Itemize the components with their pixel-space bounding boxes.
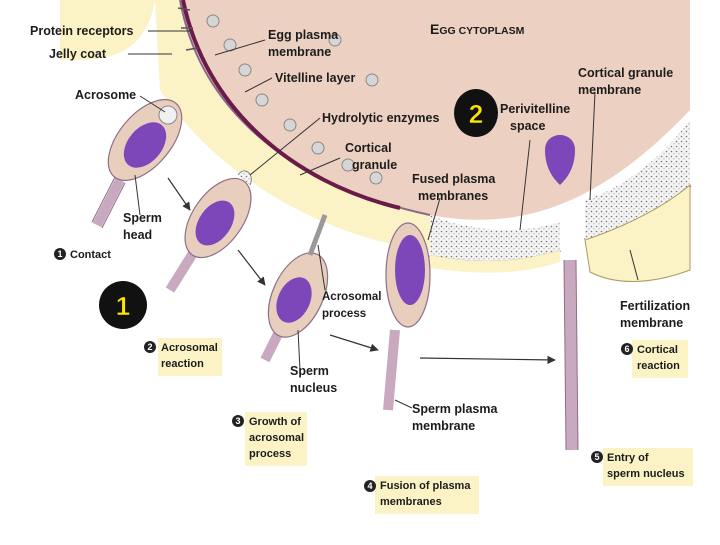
cortical-granule-membrane-label-2: membrane — [578, 83, 641, 97]
fertilization-membrane-band — [584, 183, 691, 282]
svg-text:Fusion of plasma: Fusion of plasma — [380, 480, 471, 492]
vitelline-layer-label: Vitelline layer — [275, 71, 356, 85]
fertilization-membrane-label-1: Fertilization — [620, 299, 690, 313]
acrosomal-process-label-2: process — [322, 308, 366, 320]
jelly-coat-top — [60, 0, 155, 60]
svg-text:reaction: reaction — [637, 360, 680, 372]
sperm-4-fusion — [383, 222, 431, 411]
sperm-head-label-2: head — [123, 228, 152, 242]
protein-receptors — [177, 7, 199, 51]
cortical-granule-label-1: Cortical — [345, 141, 392, 155]
perivitelline-space — [430, 215, 560, 262]
cortical-granule-membrane-label-1: Cortical granule — [578, 66, 673, 80]
step-1: 1 Contact — [54, 248, 111, 261]
svg-text:Entry of: Entry of — [607, 452, 649, 464]
svg-text:2: 2 — [147, 342, 152, 352]
step-4: 4 Fusion of plasma membranes — [364, 476, 479, 514]
step-2: 2 Acrosomal reaction — [144, 338, 222, 376]
leader-lines — [128, 30, 639, 409]
sperm-nucleus-label-2: nucleus — [290, 381, 337, 395]
sperm-plasma-membrane-label-2: membrane — [412, 419, 475, 433]
svg-text:sperm nucleus: sperm nucleus — [607, 468, 685, 480]
vitelline-band-center — [430, 250, 560, 273]
svg-text:process: process — [249, 448, 291, 460]
svg-text:6: 6 — [624, 344, 629, 354]
jelly-coat-label: Jelly coat — [49, 47, 107, 61]
egg-cytoplasm-label: EGG CYTOPLASM — [430, 21, 525, 37]
svg-text:Acrosomal: Acrosomal — [161, 342, 218, 354]
perivitelline-label-1: Perivitelline — [500, 102, 570, 116]
sperm-2-acrosomal-reaction — [165, 170, 252, 293]
cortical-granule-label-2: granule — [352, 158, 397, 172]
svg-text:3: 3 — [235, 416, 240, 426]
step-5: 5 Entry of sperm nucleus — [591, 448, 693, 486]
svg-text:4: 4 — [367, 481, 372, 491]
svg-text:2: 2 — [469, 99, 483, 129]
svg-text:1: 1 — [116, 291, 130, 321]
fused-plasma-membranes-label-1: Fused plasma — [412, 172, 496, 186]
egg-plasma-membrane — [181, 0, 401, 210]
egg-plasma-membrane-label-1: Egg plasma — [268, 28, 339, 42]
svg-text:membranes: membranes — [380, 496, 442, 508]
svg-text:Cortical: Cortical — [637, 344, 678, 356]
fused-plasma-membranes-label-2: membranes — [418, 189, 488, 203]
svg-text:Contact: Contact — [70, 249, 111, 261]
egg-plasma-membrane-label-2: membrane — [268, 45, 331, 59]
svg-text:5: 5 — [594, 452, 599, 462]
fertilization-membrane-label-2: membrane — [620, 316, 683, 330]
step-3: 3 Growth of acrosomal process — [232, 412, 307, 466]
perivitelline-label-2: space — [510, 119, 545, 133]
process-arrows — [167, 177, 556, 365]
svg-text:acrosomal: acrosomal — [249, 432, 304, 444]
sperm-head-label-1: Sperm — [123, 211, 162, 225]
cortical-reaction-zone — [585, 120, 690, 240]
sperm-1-contact — [91, 99, 183, 229]
sperm-plasma-membrane-label-1: Sperm plasma — [412, 402, 499, 416]
sperm-nucleus-label-1: Sperm — [290, 364, 329, 378]
cortical-granules — [206, 14, 383, 185]
sperm-3-growth — [260, 214, 329, 363]
sperm-5-entry — [545, 135, 579, 451]
hydrolytic-enzymes-label: Hydrolytic enzymes — [322, 111, 439, 125]
marker-1: 1 — [99, 281, 147, 329]
protein-receptors-label: Protein receptors — [30, 24, 134, 38]
acrosomal-process-label-1: Acrosomal — [322, 291, 381, 303]
svg-text:1: 1 — [57, 249, 62, 259]
acrosome-label: Acrosome — [75, 88, 136, 102]
svg-text:Growth of: Growth of — [249, 416, 301, 428]
svg-text:reaction: reaction — [161, 358, 204, 370]
step-6: 6 Cortical reaction — [621, 340, 688, 378]
marker-2: 2 — [454, 89, 498, 137]
